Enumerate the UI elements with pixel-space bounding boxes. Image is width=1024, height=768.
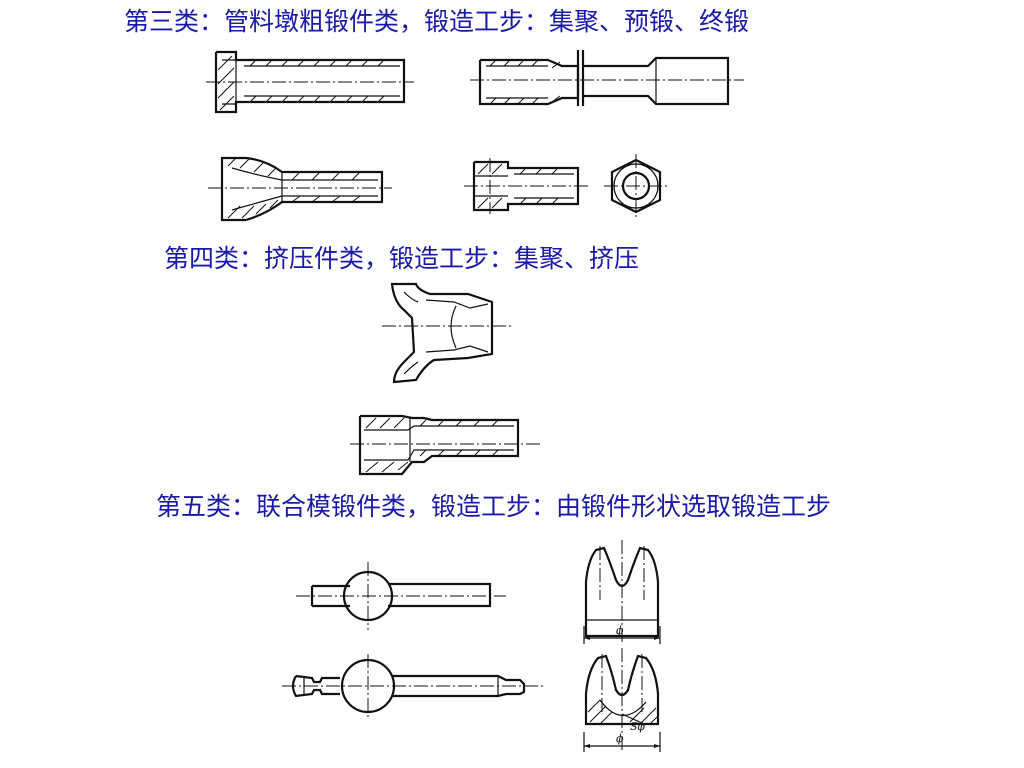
dim-phi-2: ϕ <box>616 732 624 745</box>
class4-heading: 第四类：挤压件类，锻造工步：集聚、挤压 <box>164 244 640 273</box>
class3-heading: 第三类：管料墩粗锻件类，锻造工步：集聚、预锻、终锻 <box>124 7 750 36</box>
dim-sphi: Sϕ <box>630 720 646 733</box>
dim-phi-1: ϕ <box>616 624 624 637</box>
class5-heading: 第五类：联合模锻件类，锻造工步：由锻件形状选取锻造工步 <box>156 492 832 521</box>
